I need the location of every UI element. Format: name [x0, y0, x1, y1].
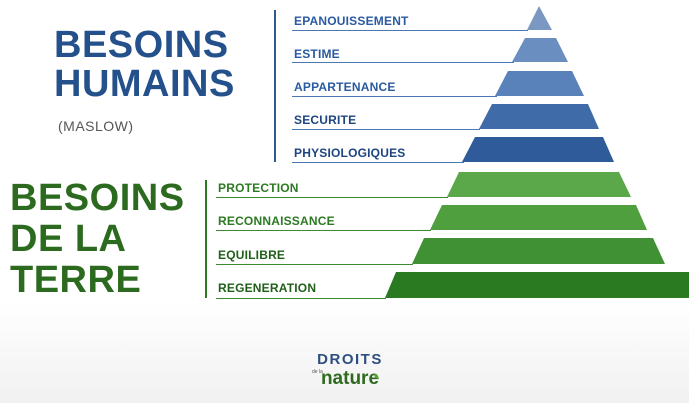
human-divider: [274, 10, 276, 162]
human-title-line2: HUMAINS: [54, 63, 235, 105]
human-title-line1: BESOINS: [54, 24, 229, 66]
earth-title-line2: DE LA: [10, 218, 127, 260]
pyramid-tier-protection: [447, 172, 631, 197]
droits-de-la-nature-logo: DROITS de la nature: [300, 352, 400, 390]
leaf-icon: [374, 374, 379, 379]
level-underline: [292, 129, 480, 130]
level-underline: [292, 62, 514, 63]
earth-title-line3: TERRE: [10, 259, 142, 301]
pyramid-tier-appartenance: [495, 71, 584, 96]
logo-word-droits: DROITS: [317, 351, 383, 368]
level-estime: ESTIME: [294, 47, 340, 61]
pyramid-tier-regeneration: [385, 272, 689, 298]
earth-divider: [205, 180, 207, 298]
logo-word-de-la: de la: [312, 369, 323, 375]
level-underline: [216, 298, 386, 299]
logo-word-nature: nature: [320, 368, 380, 389]
level-underline: [292, 162, 464, 163]
level-underline: [292, 30, 528, 31]
level-reconnaissance: RECONNAISSANCE: [218, 214, 335, 228]
level-equilibre: EQUILIBRE: [218, 248, 286, 262]
level-physiologiques: PHYSIOLOGIQUES: [294, 146, 406, 160]
pyramid-tier-reconnaissance: [430, 205, 647, 230]
level-underline: [216, 264, 413, 265]
level-epanouissement: EPANOUISSEMENT: [294, 14, 409, 28]
level-appartenance: APPARTENANCE: [294, 80, 396, 94]
background-fade: [0, 300, 689, 403]
pyramid-tier-securite: [479, 104, 599, 129]
pyramid-tier-estime: [512, 38, 568, 62]
level-regeneration: REGENERATION: [218, 281, 317, 295]
earth-title-line1: BESOINS: [10, 177, 185, 219]
level-underline: [216, 230, 431, 231]
maslow-subtitle: (MASLOW): [58, 118, 134, 134]
pyramid-tier-epanouissement: [527, 6, 552, 30]
human-needs-title: BESOINS HUMAINS: [54, 26, 235, 104]
pyramid-tier-equilibre: [412, 238, 665, 264]
level-protection: PROTECTION: [218, 181, 299, 195]
pyramid-tier-physiologiques: [462, 137, 614, 162]
level-underline: [216, 197, 448, 198]
level-underline: [292, 96, 497, 97]
level-securite: SECURITE: [294, 113, 357, 127]
earth-needs-title: BESOINS DE LA TERRE: [10, 178, 185, 301]
